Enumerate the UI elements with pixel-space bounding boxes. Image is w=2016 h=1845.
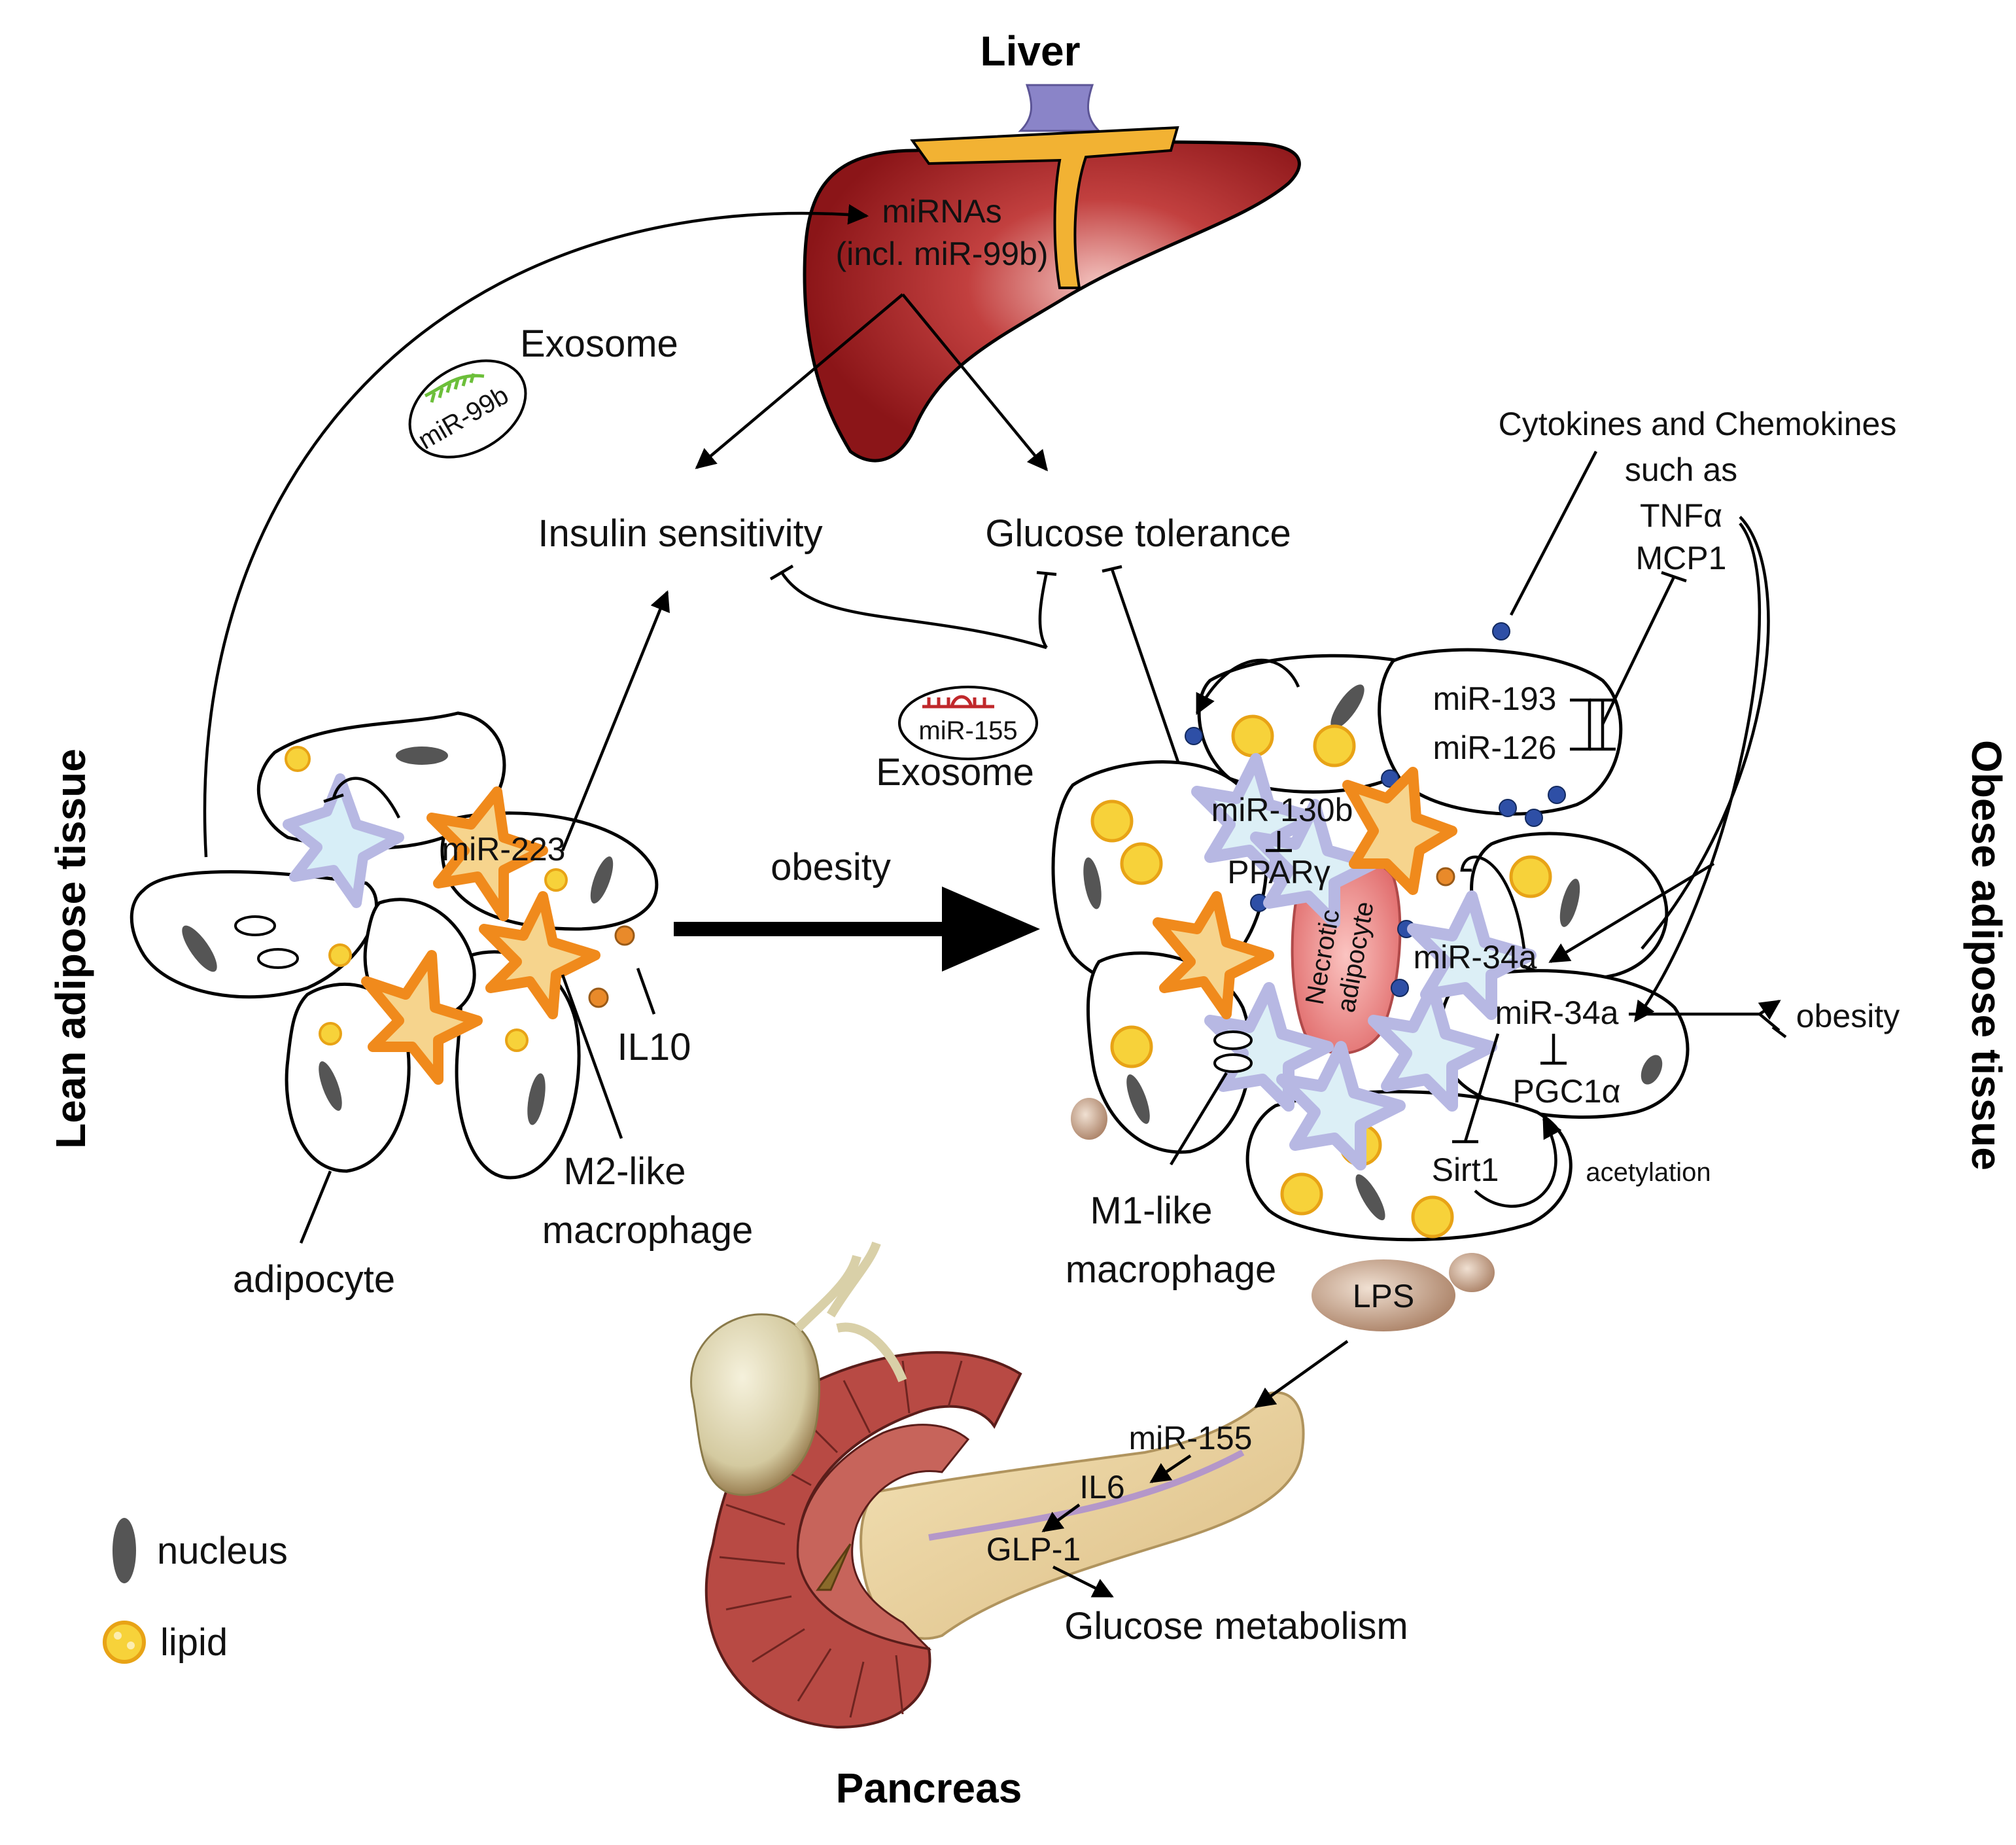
- liver-incl-label: (incl. miR-99b): [835, 236, 1048, 272]
- legend-lipid-label: lipid: [160, 1621, 228, 1664]
- ppar-label: PPARγ: [1227, 854, 1330, 890]
- il6-label: IL6: [1079, 1469, 1125, 1505]
- lps-label: LPS: [1353, 1278, 1415, 1314]
- glucose-tolerance-label: Glucose tolerance: [985, 512, 1291, 555]
- tnf-to-mir34a-arrow-b: [1634, 522, 1762, 1023]
- glp1-to-glucose-arrow: [1052, 1565, 1114, 1598]
- legend: nucleus lipid: [103, 1518, 288, 1664]
- mir-bracket: [1570, 698, 1591, 751]
- m1-label-1: M1-like: [1090, 1189, 1213, 1232]
- glp1-label: GLP-1: [986, 1531, 1081, 1568]
- exosome-mir155-label: miR-155: [918, 716, 1017, 745]
- mir223-to-insulin-arrow: [561, 590, 670, 851]
- lean-title: Lean adipose tissue: [47, 748, 94, 1149]
- m1-label-2: macrophage: [1066, 1248, 1276, 1291]
- m2-pointer: [561, 974, 623, 1139]
- exosome-route-arrow: [203, 204, 869, 858]
- liver-illustration: [803, 84, 1301, 463]
- cytokine-pointer: [1510, 450, 1597, 616]
- mir155-to-il6-arrow: [1149, 1454, 1192, 1483]
- mir34a-loop: [1460, 855, 1526, 949]
- m2-inhibits-m1: [332, 777, 401, 819]
- m2-label-1: M2-like: [564, 1150, 686, 1193]
- inhibit-glucose-line-b: [1110, 569, 1192, 799]
- legend-nucleus-label: nucleus: [157, 1530, 288, 1572]
- obesity-small-label: obesity: [1796, 998, 1900, 1034]
- loop-arrow: [1195, 658, 1300, 715]
- liver-title: Liver: [981, 27, 1081, 75]
- exosome-mir155: miR-155: [898, 686, 1038, 760]
- legend-lipid-icon: [103, 1621, 146, 1664]
- mir130b-label: miR-130b: [1211, 792, 1353, 828]
- pancreas-title: Pancreas: [836, 1765, 1022, 1812]
- il10-pointer: [636, 968, 656, 1015]
- adipocyte-pointer: [299, 1170, 332, 1244]
- obese-title: Obese adipose tissue: [1963, 740, 2010, 1170]
- il6-to-glp1-arrow: [1041, 1503, 1081, 1532]
- cytokines-label-2: such as: [1625, 451, 1737, 488]
- obese-adipose-tissue: [1051, 622, 1690, 1331]
- acetylation-label: acetylation: [1586, 1158, 1711, 1187]
- exosome-left-label: Exosome: [520, 323, 678, 365]
- insulin-sensitivity-label: Insulin sensitivity: [538, 512, 822, 555]
- lean-adipose-tissue: [130, 711, 659, 1180]
- liver-mirnas-label: miRNAs: [882, 193, 1001, 230]
- sirt1-label: Sirt1: [1432, 1151, 1499, 1188]
- mir34a-label-b: miR-34a: [1495, 994, 1619, 1031]
- pancreas-mir155-label: miR-155: [1129, 1420, 1253, 1456]
- m2-label-2: macrophage: [542, 1209, 753, 1252]
- inhibit-glucose-line-a: [1038, 572, 1049, 649]
- liver-to-insulin-arrow: [695, 293, 904, 470]
- cytokines-label-1: Cytokines and Chemokines: [1499, 406, 1897, 442]
- tnf-to-mir34a-arrow-a: [1548, 862, 1715, 963]
- cytokines-label-3: TNFα: [1640, 497, 1722, 534]
- acetylation-loop: [1474, 1117, 1562, 1208]
- mir126-label: miR-126: [1433, 729, 1557, 766]
- legend-nucleus-icon: [113, 1518, 136, 1583]
- il10-label: IL10: [617, 1026, 691, 1068]
- pancreas-illustration: [690, 1241, 1305, 1729]
- exosome-right-label: Exosome: [876, 751, 1034, 794]
- adipocyte-label: adipocyte: [233, 1258, 395, 1301]
- mir34a-label-a: miR-34a: [1414, 939, 1537, 975]
- mir223-label: miR-223: [442, 831, 566, 868]
- liver-to-glucose-arrow: [901, 293, 1048, 472]
- glucose-metabolism-label: Glucose metabolism: [1064, 1605, 1408, 1647]
- pgc1a-label: PGC1α: [1512, 1073, 1620, 1110]
- mir-inhibits-mcp1: [1590, 575, 1677, 751]
- obesity-arrow-label: obesity: [771, 846, 891, 888]
- cytokines-label-4: MCP1: [1636, 540, 1727, 576]
- inhibit-insulin-line: [780, 571, 1047, 650]
- m1-pointer: [1170, 1072, 1228, 1166]
- lps-to-pancreas-arrow: [1254, 1340, 1349, 1408]
- mir193-label: miR-193: [1433, 680, 1557, 717]
- obesity-arrow: [674, 887, 1040, 972]
